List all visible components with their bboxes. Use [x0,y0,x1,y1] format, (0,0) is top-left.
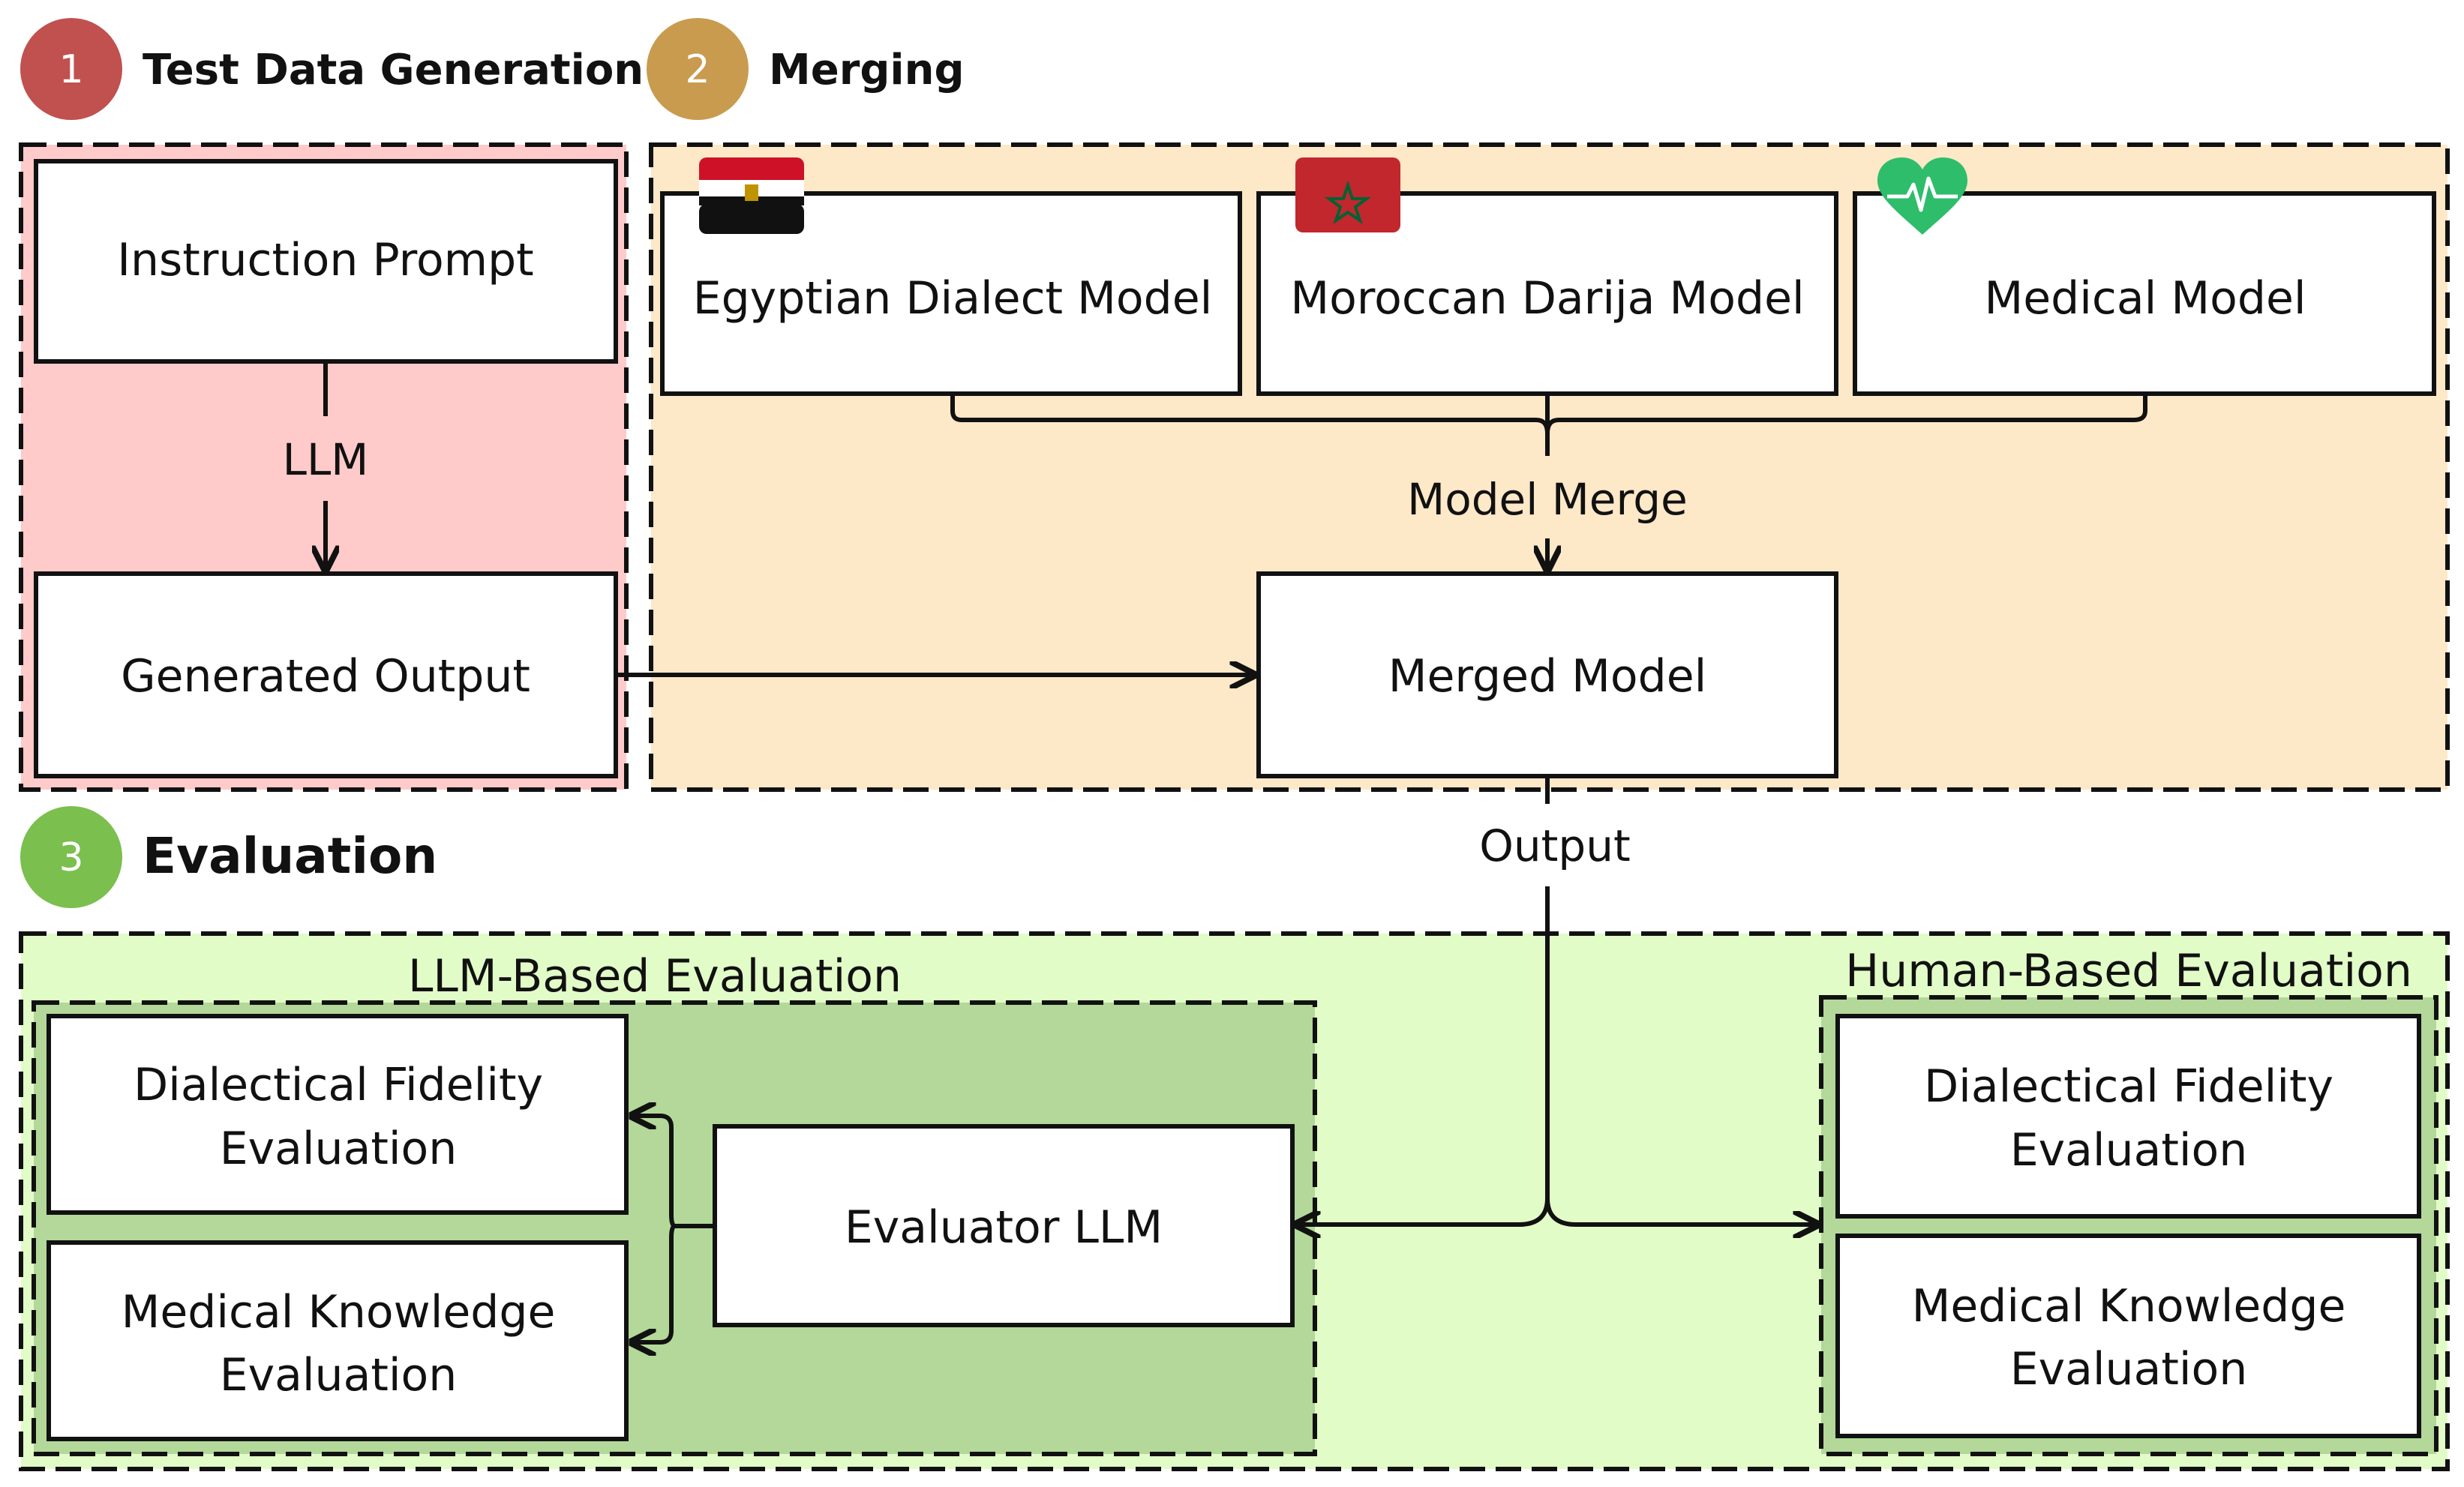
llm-medical-knowledge-line1: Medical Knowledge [122,1286,556,1339]
llm-edge-label: LLM [283,434,369,485]
llm-medical-knowledge-box [47,1240,629,1441]
moroccan-darija-model-label: Moroccan Darija Model [1290,272,1804,325]
llm-dialectical-fidelity-box [47,1014,629,1215]
human-dialectical-fidelity-box [1835,1014,2421,1219]
evaluator-llm-label: Evaluator LLM [845,1201,1163,1254]
evaluator-to-medical-arrow [632,1224,676,1342]
stage-1-header: 1 Test Data Generation [20,18,644,120]
egyptian-dialect-model-label: Egyptian Dialect Model [693,272,1213,325]
merged-model-label: Merged Model [1388,650,1707,703]
heart-pulse-icon [1877,157,1967,235]
human-medical-knowledge-line2: Evaluation [2010,1343,2248,1396]
merged-model-box [1256,571,1838,778]
instruction-prompt-label: Instruction Prompt [117,234,533,286]
stage-2-badge [647,18,749,120]
generated-output-label: Generated Output [121,650,530,703]
egypt-flag-icon [699,157,804,234]
llm-dialectical-fidelity-line2: Evaluation [220,1123,458,1175]
human-dialectical-fidelity-line1: Dialectical Fidelity [1924,1060,2333,1113]
stage-1-number: 1 [59,47,83,92]
stage-3-number: 3 [59,835,83,880]
stage-2-number: 2 [685,47,710,92]
stage-1-title: Test Data Generation [143,46,644,94]
generated-output-box [34,571,618,778]
evaluator-llm-box [713,1124,1295,1327]
stage-3-title: Evaluation [143,827,437,885]
instruction-prompt-box [34,159,618,364]
medical-model-label: Medical Model [1984,272,2306,325]
model-merge-label: Model Merge [1407,474,1688,525]
llm-medical-knowledge-line2: Evaluation [220,1349,458,1402]
output-label: Output [1479,820,1630,871]
morocco-flag-icon [1295,157,1400,232]
llm-dialectical-fidelity-line1: Dialectical Fidelity [134,1059,543,1111]
stage-1-badge [20,18,122,120]
llm-based-evaluation-title: LLM-Based Evaluation [408,950,902,1003]
human-dialectical-fidelity-line2: Evaluation [2010,1124,2248,1177]
model-merge-brace [950,396,2147,456]
human-medical-knowledge-line1: Medical Knowledge [1912,1280,2346,1333]
stage-2-header: 2 Merging [647,18,965,120]
stage-2-title: Merging [769,46,965,94]
human-based-evaluation-title: Human-Based Evaluation [1845,945,2412,997]
stage-3-header: 3 Evaluation [20,806,437,908]
human-medical-knowledge-box [1835,1234,2421,1438]
medical-model-box [1853,191,2436,396]
stage-3-badge [20,806,122,908]
output-split-line [1300,886,1815,1227]
